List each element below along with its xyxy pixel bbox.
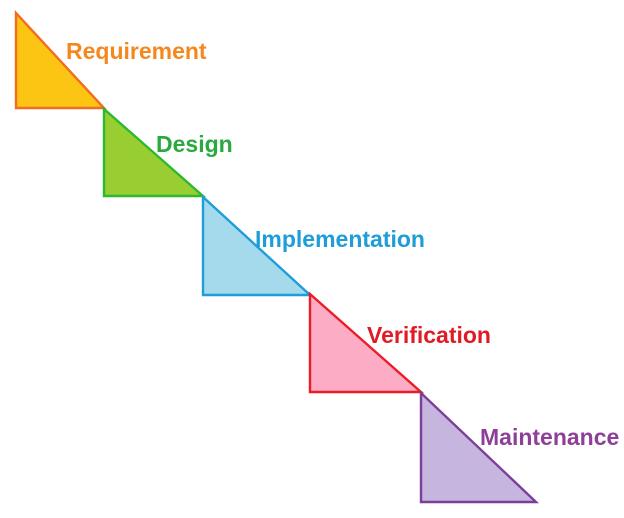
stage-label-design: Design [156, 131, 233, 157]
stage-triangle-maintenance [419, 390, 540, 504]
stage-label-maintenance: Maintenance [480, 424, 619, 450]
stage-label-requirement: Requirement [66, 38, 207, 64]
stage-label-verification: Verification [367, 322, 491, 348]
stage-triangle-requirement [14, 9, 107, 110]
stage-triangle-implementation [201, 194, 314, 297]
stage-triangle-verification [308, 291, 425, 394]
stage-label-implementation: Implementation [255, 226, 425, 252]
stage-triangle-design [102, 106, 207, 198]
